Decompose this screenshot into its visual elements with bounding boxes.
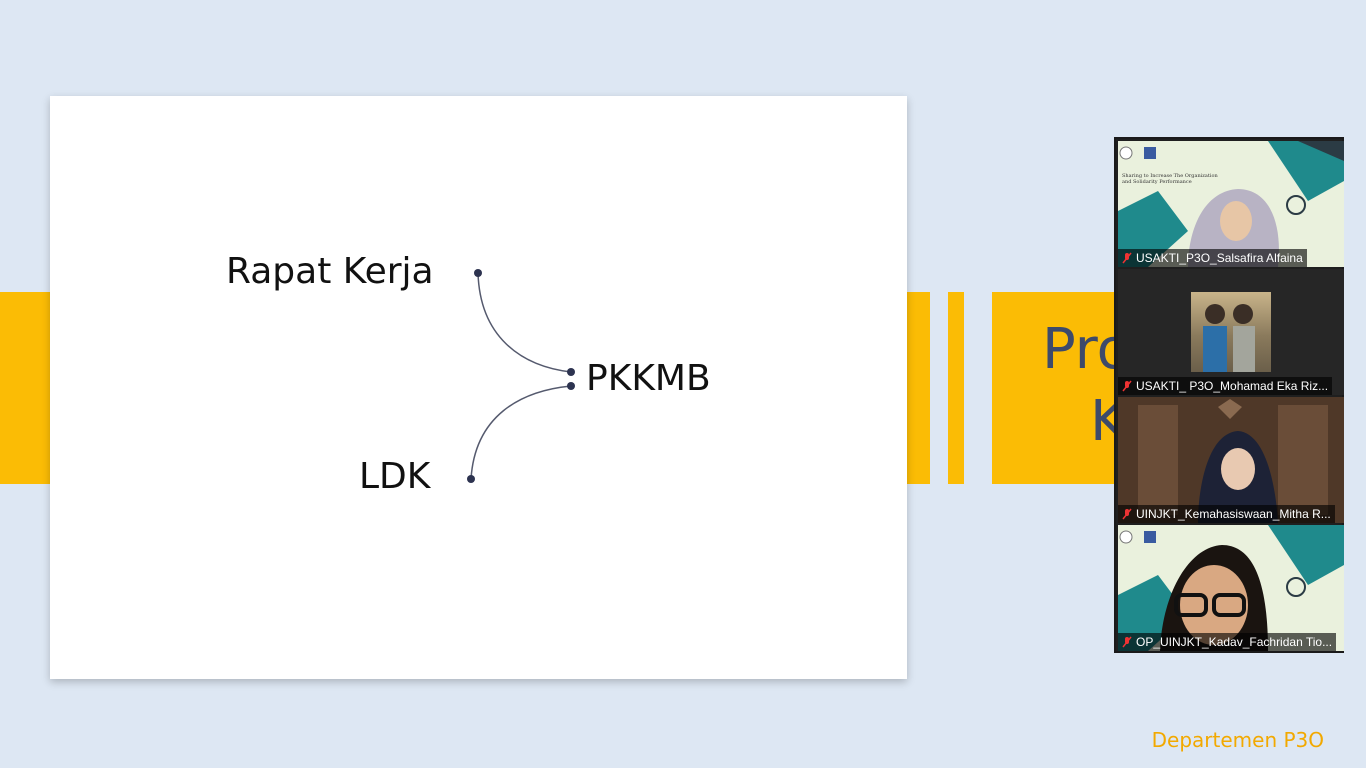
video-gallery[interactable]: Sharing to Increase The Organization and…: [1114, 137, 1344, 653]
participant-name: USAKTI_P3O_Salsafira Alfaina: [1136, 251, 1303, 265]
bg-caption-2: and Solidarity Performance: [1122, 179, 1192, 185]
department-footer: Departemen P3O: [1151, 728, 1324, 752]
participant-video-tile[interactable]: Sharing to Increase The Organization and…: [1118, 141, 1344, 267]
node-dot-pkkmb-top: [567, 368, 575, 376]
yellow-band-right-2: [948, 292, 964, 484]
connector-diagram: [467, 269, 575, 483]
participant-name: UINJKT_Kemahasiswaan_Mitha R...: [1136, 507, 1331, 521]
node-label-ldk: LDK: [359, 456, 431, 497]
node-dot-pkkmb-bottom: [567, 382, 575, 390]
participant-name-bar: OP_UINJKT_Kadav_Fachridan Tio...: [1118, 633, 1337, 651]
participant-name-bar: USAKTI_ P3O_Mohamad Eka Riz...: [1118, 377, 1333, 395]
participant-video-tile[interactable]: OP_UINJKT_Kadav_Fachridan Tio...: [1118, 525, 1344, 651]
node-label-rapat-kerja: Rapat Kerja: [226, 251, 434, 292]
virtual-background: Sharing to Increase The Organization and…: [1118, 141, 1344, 267]
mic-muted-icon: [1118, 252, 1136, 264]
node-label-pkkmb: PKKMB: [586, 358, 711, 399]
connector-rapat-kerja-pkkmb: [477, 272, 572, 373]
node-dot-ldk: [467, 475, 475, 483]
participant-name: OP_UINJKT_Kadav_Fachridan Tio...: [1136, 635, 1333, 649]
participant-name-bar: USAKTI_P3O_Salsafira Alfaina: [1118, 249, 1307, 267]
participant-profile-photo: [1191, 292, 1271, 372]
participant-video-tile[interactable]: UINJKT_Kemahasiswaan_Mitha R...: [1118, 397, 1344, 523]
participant-video: [1118, 397, 1344, 523]
connector-ldk-pkkmb: [470, 385, 572, 480]
virtual-background: [1118, 525, 1344, 651]
node-dot-rapat-kerja: [474, 269, 482, 277]
bg-caption-1: Sharing to Increase The Organization: [1122, 173, 1219, 179]
participant-name-bar: UINJKT_Kemahasiswaan_Mitha R...: [1118, 505, 1335, 523]
mic-muted-icon: [1118, 636, 1136, 648]
shared-slide: Rapat Kerja PKKMB LDK: [50, 96, 907, 679]
participant-video-tile[interactable]: USAKTI_ P3O_Mohamad Eka Riz...: [1118, 269, 1344, 395]
mic-muted-icon: [1118, 380, 1136, 392]
participant-name: USAKTI_ P3O_Mohamad Eka Riz...: [1136, 379, 1329, 393]
mic-muted-icon: [1118, 508, 1136, 520]
